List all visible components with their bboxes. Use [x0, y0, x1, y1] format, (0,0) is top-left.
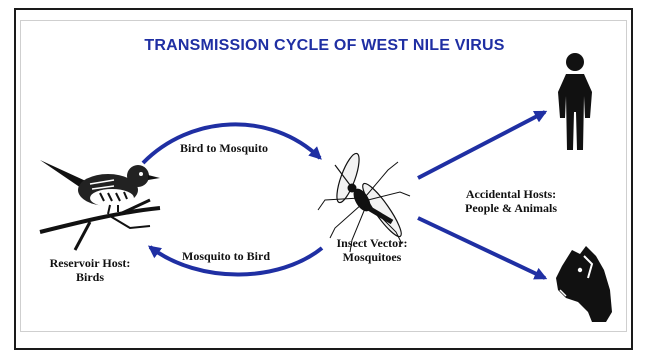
diagram-title: TRANSMISSION CYCLE OF WEST NILE VIRUS: [144, 37, 505, 54]
label-accidental-hosts: Accidental Hosts: People & Animals: [446, 187, 576, 215]
label-reservoir-host: Reservoir Host: Birds: [40, 256, 140, 284]
label-bird-to-mosquito: Bird to Mosquito: [180, 141, 269, 155]
vector-line-1: Insect Vector:: [336, 236, 408, 250]
reservoir-line-1: Reservoir Host:: [49, 256, 131, 270]
label-insect-vector: Insect Vector: Mosquitoes: [322, 236, 422, 264]
arrow-to-person: [417, 110, 548, 180]
reservoir-line-2: Birds: [75, 270, 104, 284]
vector-line-2: Mosquitoes: [342, 250, 402, 264]
label-mosquito-to-bird: Mosquito to Bird: [182, 249, 271, 263]
person-icon: [558, 53, 592, 150]
arrow-mosquito-to-bird: [147, 245, 324, 277]
accidental-line-2: People & Animals: [465, 201, 557, 215]
diagram-inner-border: [20, 20, 627, 332]
accidental-line-1: Accidental Hosts:: [465, 187, 557, 201]
horse-icon: [556, 246, 612, 322]
bird-icon: [39, 160, 161, 251]
arrow-to-horse: [417, 216, 548, 280]
arrow-bird-to-mosquito: [141, 122, 322, 165]
mosquito-icon: [317, 152, 411, 253]
